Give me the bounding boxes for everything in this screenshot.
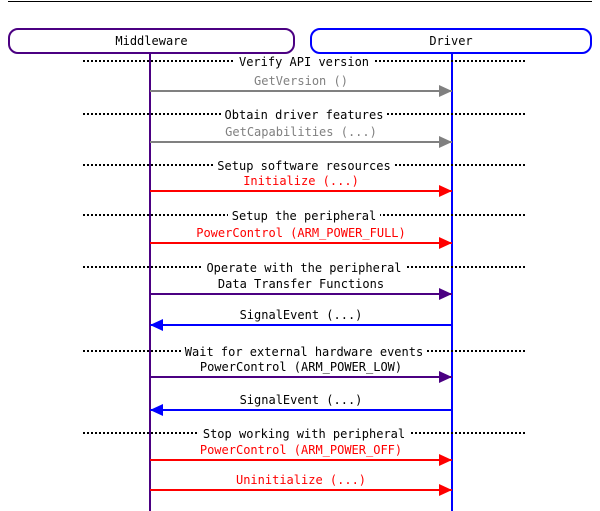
actor-box-middleware: Middleware	[8, 28, 295, 54]
arrowhead-left-icon	[150, 319, 163, 331]
message-getversion: GetVersion ()	[150, 71, 452, 97]
message-label: PowerControl (ARM_POWER_OFF)	[199, 443, 403, 457]
divider-label: Operate with the peripheral	[202, 261, 406, 275]
divider-label: Obtain driver features	[220, 108, 388, 122]
message-line	[150, 293, 452, 295]
message-label: PowerControl (ARM_POWER_LOW)	[199, 360, 403, 374]
arrowhead-right-icon	[439, 136, 452, 148]
arrowhead-right-icon	[439, 85, 452, 97]
actor-box-driver: Driver	[310, 28, 592, 54]
message-data-transfer-functions: Data Transfer Functions	[150, 274, 452, 300]
divider-label: Wait for external hardware events	[180, 345, 428, 359]
message-label: SignalEvent (...)	[239, 308, 363, 322]
message-line	[150, 242, 452, 244]
divider-label: Stop working with peripheral	[198, 427, 410, 441]
arrowhead-right-icon	[439, 288, 452, 300]
message-label: PowerControl (ARM_POWER_FULL)	[196, 226, 406, 240]
divider-wait-external-hw-events: Wait for external hardware events	[83, 344, 525, 360]
divider-stop-working-with-peripheral: Stop working with peripheral	[83, 426, 525, 442]
arrowhead-right-icon	[439, 484, 452, 496]
arrowhead-left-icon	[150, 404, 163, 416]
arrowhead-right-icon	[439, 237, 452, 249]
divider-label: Setup software resources	[213, 159, 395, 173]
message-signalevent-1: SignalEvent (...)	[150, 305, 452, 331]
message-line	[150, 324, 452, 326]
message-line	[150, 90, 452, 92]
message-label: SignalEvent (...)	[239, 393, 363, 407]
message-powercontrol-off: PowerControl (ARM_POWER_OFF)	[150, 440, 452, 466]
arrowhead-right-icon	[439, 454, 452, 466]
divider-verify-api-version: Verify API version	[83, 54, 525, 70]
lifeline-middleware	[149, 53, 151, 511]
message-powercontrol-full: PowerControl (ARM_POWER_FULL)	[150, 223, 452, 249]
actor-label-middleware: Middleware	[115, 34, 188, 48]
divider-label: Setup the peripheral	[227, 209, 381, 223]
message-line	[150, 489, 452, 491]
message-label: GetCapabilities (...)	[225, 125, 377, 139]
divider-setup-the-peripheral: Setup the peripheral	[83, 208, 525, 224]
divider-obtain-driver-features: Obtain driver features	[83, 107, 525, 123]
message-uninitialize: Uninitialize (...)	[150, 470, 452, 496]
message-label: Initialize (...)	[243, 174, 359, 188]
message-line	[150, 190, 452, 192]
message-powercontrol-low: PowerControl (ARM_POWER_LOW)	[150, 357, 452, 383]
message-line	[150, 141, 452, 143]
divider-setup-software-resources: Setup software resources	[83, 158, 525, 174]
arrowhead-right-icon	[439, 185, 452, 197]
actor-label-driver: Driver	[429, 34, 473, 48]
top-border-line	[8, 1, 592, 2]
lifeline-driver	[451, 53, 453, 511]
message-label: Uninitialize (...)	[235, 473, 367, 487]
message-label: GetVersion ()	[254, 74, 348, 88]
message-line	[150, 376, 452, 378]
message-label: Data Transfer Functions	[217, 277, 385, 291]
message-getcapabilities: GetCapabilities (...)	[150, 122, 452, 148]
message-initialize: Initialize (...)	[150, 171, 452, 197]
message-signalevent-2: SignalEvent (...)	[150, 390, 452, 416]
message-line	[150, 409, 452, 411]
arrowhead-right-icon	[439, 371, 452, 383]
divider-label: Verify API version	[234, 55, 374, 69]
divider-operate-with-peripheral: Operate with the peripheral	[83, 260, 525, 276]
message-line	[150, 459, 452, 461]
